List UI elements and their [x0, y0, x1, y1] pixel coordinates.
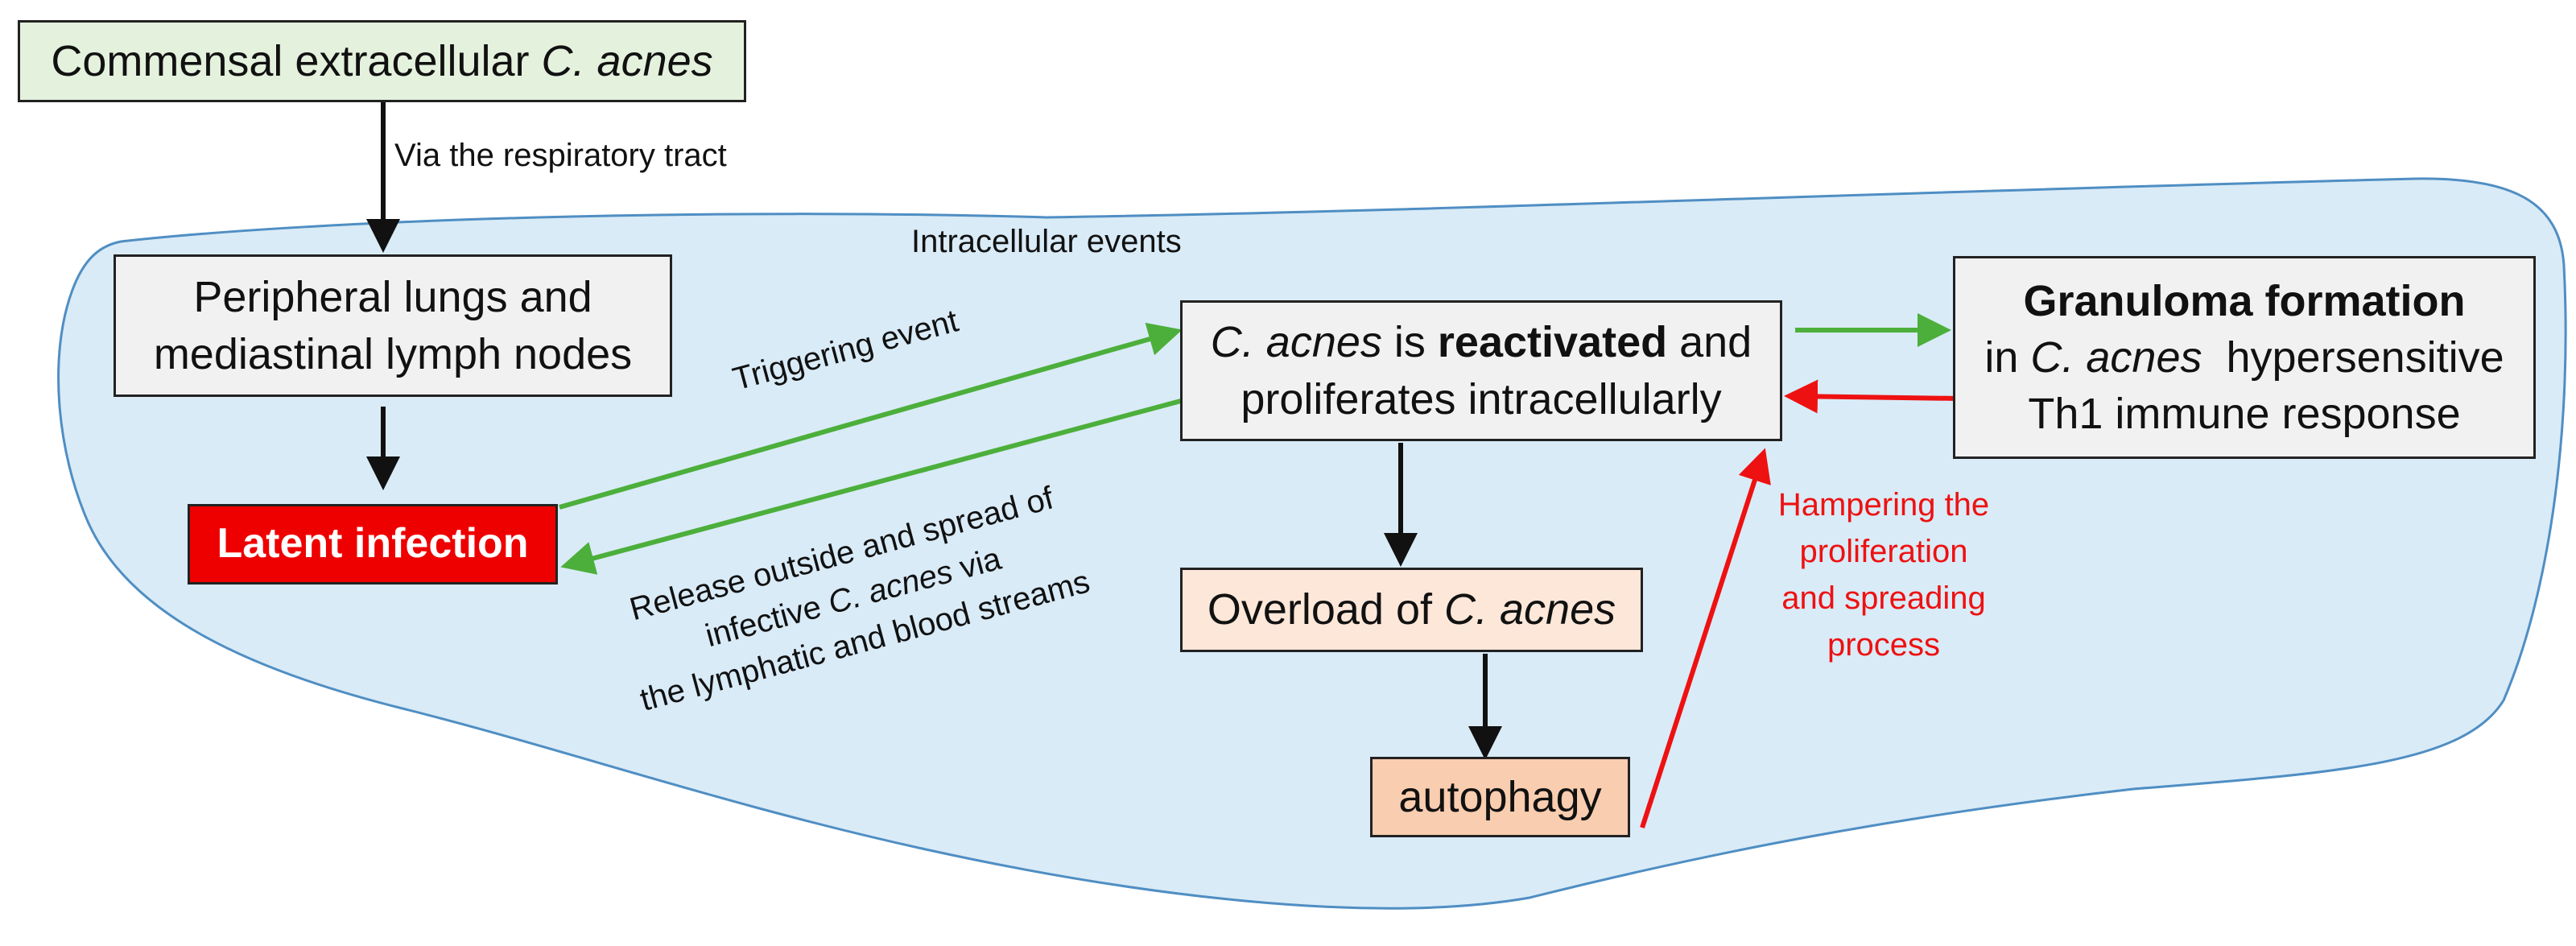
node-reactivated: C. acnes is reactivated and proliferates…	[1180, 300, 1782, 441]
node-peripheral-lungs: Peripheral lungs and mediastinal lymph n…	[114, 254, 672, 397]
label-intracellular-events: Intracellular events	[911, 224, 1182, 259]
node-autophagy: autophagy	[1370, 757, 1630, 837]
arrow-granuloma-feedback	[1784, 379, 1961, 414]
node-overload: Overload of C. acnes	[1180, 568, 1643, 652]
node-granuloma: Granuloma formation in C. acnes hypersen…	[1953, 256, 2536, 459]
label-hampering: Hampering the proliferation and spreadin…	[1777, 487, 1990, 663]
label-via-respiratory: Via the respiratory tract	[394, 138, 727, 173]
arrow-hampering	[1640, 448, 1771, 828]
intracellular-region	[57, 177, 2567, 910]
arrow-release	[560, 396, 1191, 575]
node-latent-infection: Latent infection	[188, 504, 558, 585]
node-commensal: Commensal extracellular C. acnes	[18, 20, 746, 102]
arrow-triggering	[559, 322, 1183, 510]
